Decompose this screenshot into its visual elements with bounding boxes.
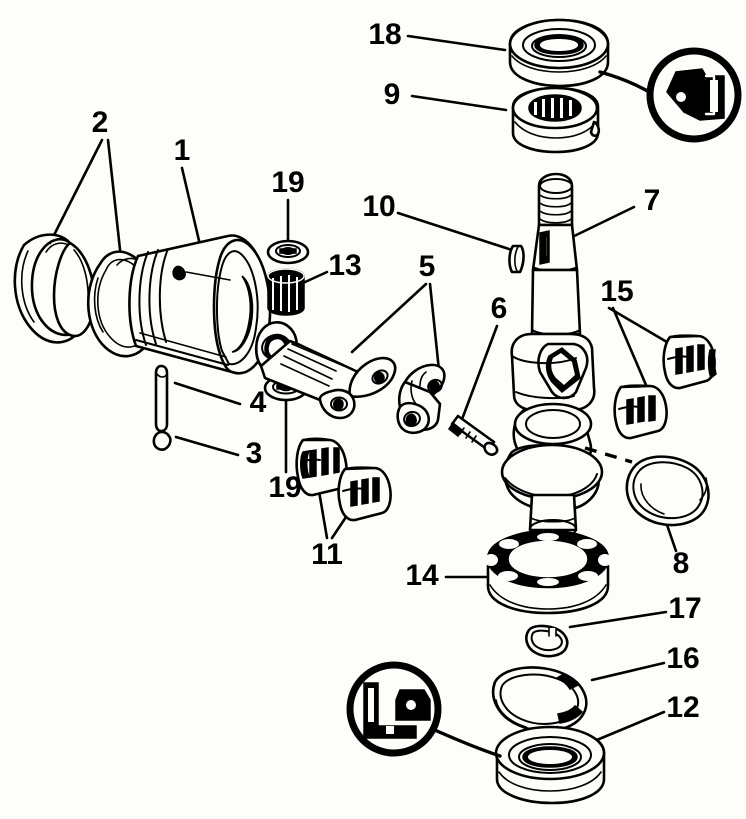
callout-label-10: 10: [362, 190, 395, 223]
part-washer-upper: [266, 239, 310, 265]
callout-label-16: 16: [666, 642, 699, 675]
part-retainer-clip: [152, 430, 172, 451]
part-bearing-cage-15b: [613, 384, 668, 440]
part-connecting-rod: [254, 321, 397, 420]
part-crankshaft: [500, 172, 604, 539]
assembly-dash-line: [584, 446, 633, 464]
callout-label-17: 17: [668, 592, 701, 625]
callout-label-4: 4: [250, 386, 267, 419]
part-bushing: [267, 268, 305, 316]
callout-label-7: 7: [644, 184, 661, 217]
callout-label-9: 9: [384, 78, 401, 111]
part-seal-ring-8: [625, 455, 710, 527]
callout-label-8: 8: [673, 547, 690, 580]
part-seal-12: [494, 725, 606, 805]
callout-labels: 2 1 19 13 18 9 10 7 5 6 15 4 3 19 11 8 1…: [92, 18, 702, 724]
part-wrist-pin: [154, 364, 169, 433]
callout-label-6: 6: [491, 292, 508, 325]
callout-label-5: 5: [419, 250, 436, 283]
part-piston-ring-outer: [13, 233, 96, 344]
callout-label-18: 18: [368, 18, 401, 51]
part-bearing-cage-11b: [337, 466, 392, 522]
callout-label-14: 14: [405, 559, 439, 592]
part-bearing-9: [511, 86, 601, 154]
detail-bubble-bottom: [346, 661, 502, 758]
part-screw: [447, 414, 499, 456]
callout-label-15: 15: [600, 275, 633, 308]
part-ball-bearing-14: [484, 529, 612, 615]
callout-label-2: 2: [92, 106, 109, 139]
part-woodruff-key: [508, 244, 525, 274]
callout-label-3: 3: [246, 437, 263, 470]
part-seal-18: [508, 18, 610, 88]
callout-label-19a: 19: [271, 166, 304, 199]
part-snap-ring-17: [525, 624, 569, 658]
callout-label-11: 11: [311, 538, 343, 571]
callout-label-13: 13: [328, 249, 361, 282]
callout-label-12: 12: [666, 691, 699, 724]
callout-label-1: 1: [174, 134, 191, 167]
detail-bubble-top: [598, 47, 742, 143]
part-bearing-cage-15a: [662, 334, 717, 390]
callout-label-19b: 19: [268, 471, 301, 504]
part-piston: [128, 234, 272, 375]
part-retaining-ring-16: [491, 666, 588, 733]
part-rod-cap: [396, 363, 446, 435]
